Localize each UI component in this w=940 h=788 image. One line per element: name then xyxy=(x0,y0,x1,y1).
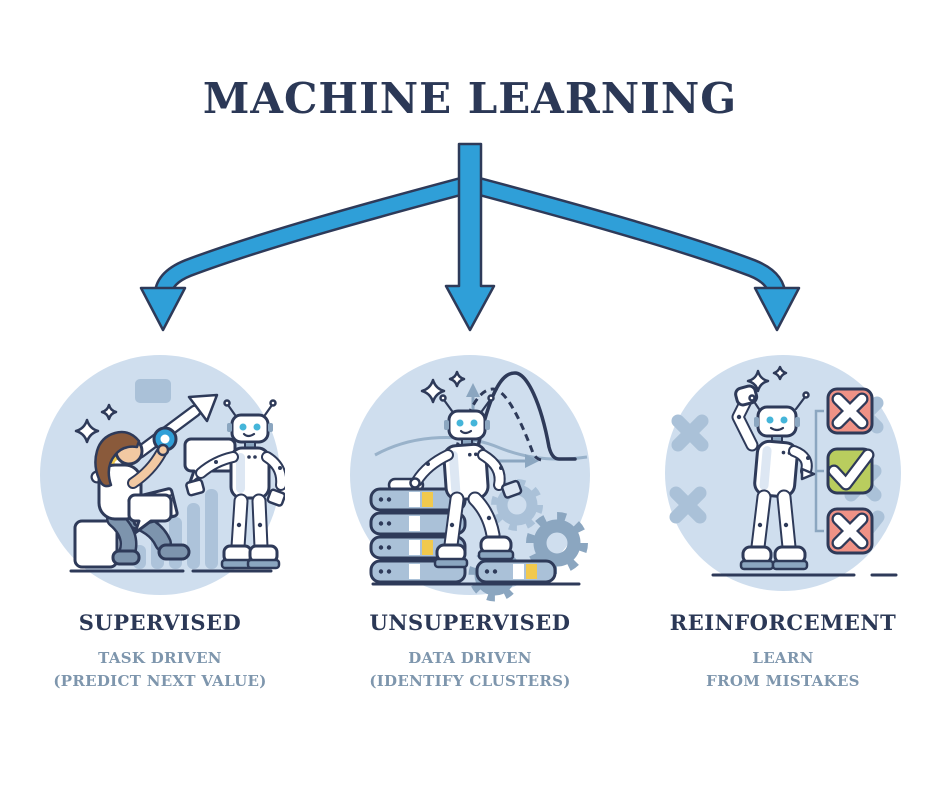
shoe xyxy=(111,549,141,566)
sparkle-icon xyxy=(420,378,446,404)
sparkle-icon xyxy=(746,369,770,393)
robot-gripper xyxy=(800,467,816,481)
page-title: MACHINE LEARNING xyxy=(202,74,738,123)
hand xyxy=(409,477,421,489)
left-branch-arrow xyxy=(139,174,473,332)
right-branch-arrow xyxy=(467,174,801,332)
sparkle-icon xyxy=(100,403,118,421)
shoe xyxy=(157,543,191,561)
branch-heading-supervised: SUPERVISED xyxy=(78,610,242,635)
reinforcement-caption: REINFORCEMENT LEARN FROM MISTAKES xyxy=(658,610,908,694)
branch-subtitle-line: (PREDICT NEXT VALUE) xyxy=(53,672,267,691)
branch-subtitle-line: TASK DRIVEN xyxy=(98,649,222,667)
reinforcement-illustration xyxy=(665,355,901,591)
supervised-caption: SUPERVISED TASK DRIVEN (PREDICT NEXT VAL… xyxy=(35,610,285,694)
robot-head xyxy=(756,405,798,438)
unsupervised-caption: UNSUPERVISED DATA DRIVEN (IDENTIFY CLUST… xyxy=(345,610,595,694)
server-row xyxy=(369,511,467,536)
correct-box-icon xyxy=(826,447,875,495)
wrong-box-icon xyxy=(826,507,874,555)
held-object xyxy=(501,479,523,499)
branch-heading-reinforcement: REINFORCEMENT xyxy=(669,610,897,635)
x-axis-arrow xyxy=(525,454,539,468)
robot-head xyxy=(230,413,270,444)
robot-icon xyxy=(185,399,285,570)
server-row xyxy=(475,559,557,584)
dashed-bell-curve xyxy=(451,387,546,462)
supervised-illustration xyxy=(40,355,285,595)
wrong-box-icon xyxy=(826,387,874,435)
branch-subtitle-line: (IDENTIFY CLUSTERS) xyxy=(369,672,571,691)
branch-subtitle-line: DATA DRIVEN xyxy=(408,649,532,667)
robot-icon xyxy=(409,394,523,569)
sparkle-icon xyxy=(74,418,100,444)
held-object xyxy=(266,488,285,507)
tag-shape xyxy=(135,379,171,403)
hair xyxy=(94,430,141,488)
branch-arrows-icon xyxy=(139,142,801,332)
y-axis-arrow xyxy=(466,383,480,397)
robot-head xyxy=(447,409,487,441)
center-branch-arrow xyxy=(444,142,496,332)
checklist-boxes xyxy=(826,387,875,555)
seat-box xyxy=(73,519,119,569)
robot-icon xyxy=(731,384,816,571)
sparkle-icon xyxy=(772,365,788,381)
speech-bubble-icon xyxy=(127,493,173,535)
sparkle-icon xyxy=(448,370,466,388)
held-object xyxy=(185,478,206,497)
hand xyxy=(156,443,170,457)
gear-icon xyxy=(526,512,588,574)
unsupervised-illustration xyxy=(350,355,590,602)
branch-subtitle-line: LEARN xyxy=(752,649,814,667)
branch-subtitle-line: FROM MISTAKES xyxy=(706,672,860,691)
branch-heading-unsupervised: UNSUPERVISED xyxy=(369,610,571,635)
